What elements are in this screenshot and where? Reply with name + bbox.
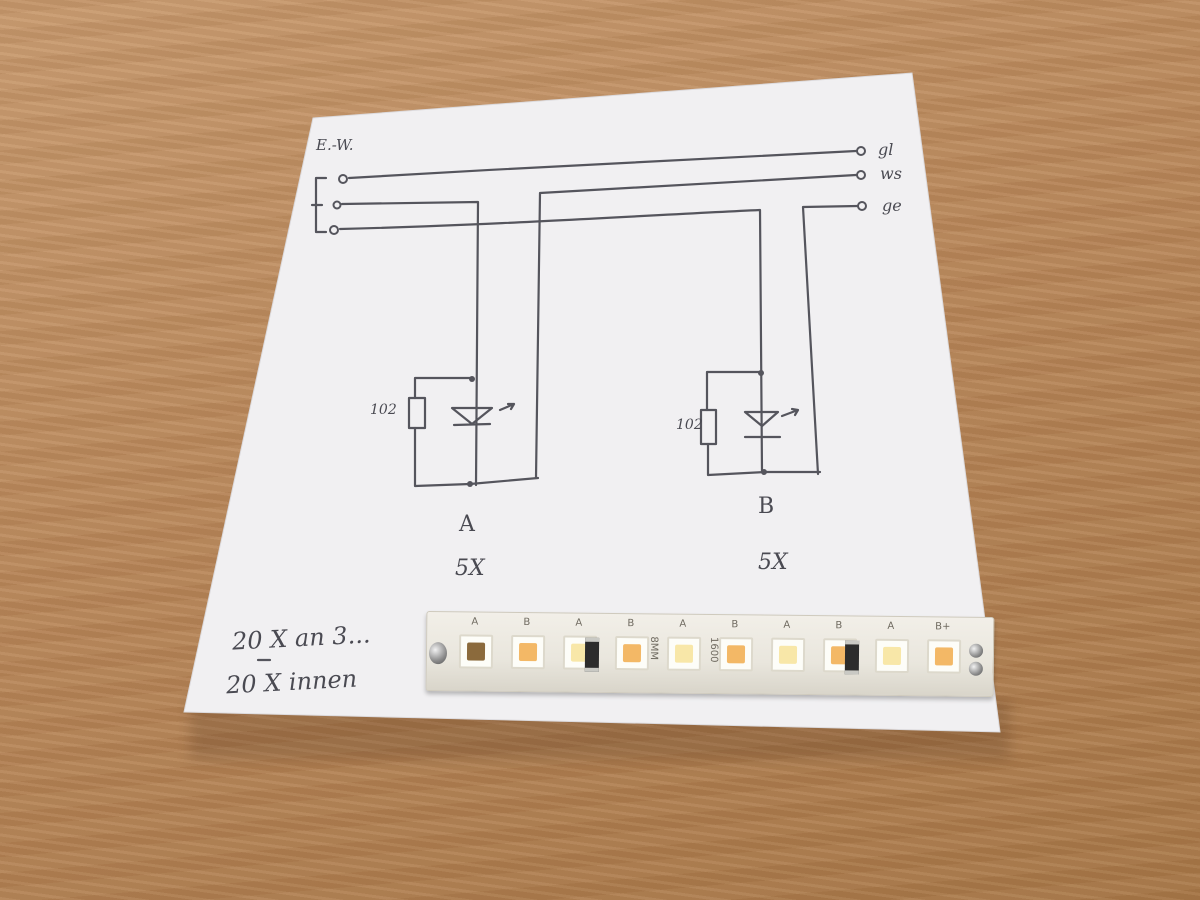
terminal-label-ws: ws — [880, 164, 902, 183]
smd-led — [718, 637, 754, 672]
label-top-left: E.-W. — [316, 136, 354, 154]
led-die — [518, 643, 538, 662]
terminal-label-ge: ge — [882, 196, 902, 215]
led-die — [726, 645, 746, 664]
smd-resistor — [584, 637, 600, 672]
led-pad-label: B — [835, 620, 843, 632]
smd-led — [666, 636, 702, 671]
led-die — [778, 645, 798, 664]
solder-joint-right-2 — [968, 661, 983, 676]
paper-background — [183, 72, 1001, 733]
pencil-wiring — [256, 149, 860, 662]
smd-resistor — [844, 640, 860, 675]
led-cell: B — [499, 613, 555, 692]
smd-led — [510, 634, 546, 670]
smd-led — [874, 638, 910, 674]
led-pad-label: A — [471, 616, 479, 628]
led-strip: A B A B A B A B A B+ 8MM 1600 — [425, 611, 995, 697]
strip-print-1600: 1600 — [707, 636, 720, 663]
group-label-a: A — [459, 512, 475, 537]
led-die — [674, 644, 694, 663]
terminal-right-gl — [856, 146, 866, 156]
led-die — [622, 644, 642, 663]
terminal-left-3 — [329, 225, 339, 235]
led-pad-label: B — [627, 618, 635, 630]
led-pad-label: A — [679, 618, 687, 630]
led-pad-label: A — [575, 617, 583, 629]
terminal-left-1 — [338, 174, 348, 184]
smd-led — [458, 634, 494, 669]
terminal-right-ws — [856, 170, 866, 180]
smd-led — [614, 636, 650, 671]
smd-led — [926, 639, 962, 674]
smd-led — [770, 637, 806, 672]
led-pad-label: A — [783, 619, 791, 631]
terminal-label-gl: gl — [878, 140, 894, 159]
group-count-a: 5X — [455, 556, 485, 581]
group-label-b: B — [758, 494, 775, 519]
led-pad-label: B — [731, 619, 739, 631]
led-cell: A — [447, 612, 503, 691]
led-pad-label: B+ — [935, 621, 951, 633]
led-die — [882, 646, 902, 665]
led-pad-label: B — [523, 617, 531, 629]
led-pad-label: A — [887, 620, 895, 632]
terminal-left-2 — [332, 200, 342, 210]
led-cell: A — [863, 617, 919, 696]
resistor-label-b: 102 — [676, 417, 703, 433]
terminal-right-ge — [857, 201, 867, 211]
led-cell: A — [655, 614, 711, 693]
junction-dots — [467, 370, 767, 487]
resistor-label-a: 102 — [370, 402, 397, 418]
strip-print-8mm: 8MM — [647, 636, 660, 661]
led-cell: B+ — [915, 617, 971, 696]
solder-joint-left — [428, 642, 448, 665]
group-count-b: 5X — [758, 550, 788, 575]
solder-joint-right — [968, 643, 984, 658]
led-die — [934, 647, 954, 666]
led-die — [466, 642, 486, 661]
led-cell: A — [759, 616, 815, 695]
terminal-circles — [329, 146, 867, 235]
